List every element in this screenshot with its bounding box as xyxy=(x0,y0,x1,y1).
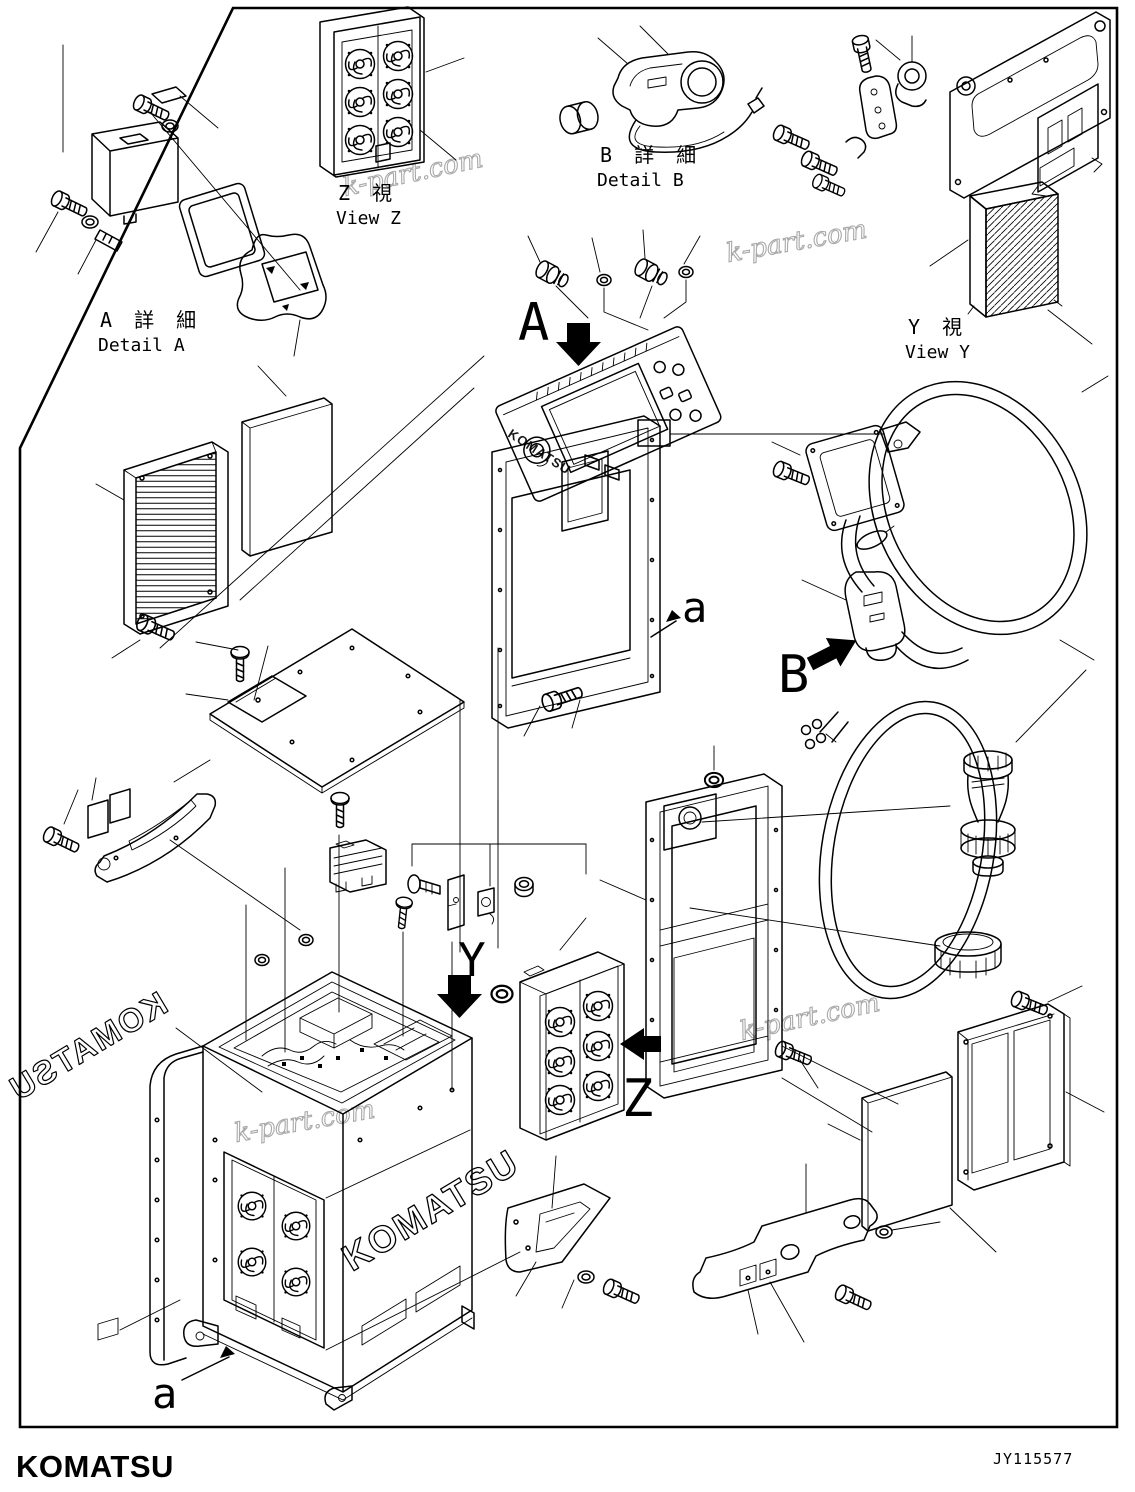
callout-a-mid-letter: a xyxy=(682,583,707,632)
callout-a-mid: a xyxy=(650,583,707,638)
callout-a-bottom-letter: a xyxy=(152,1369,177,1418)
footer: KOMATSU JY115577 xyxy=(16,1449,1073,1484)
bottom-bracket-assembly xyxy=(504,1155,941,1343)
arrow-a-bottom-icon xyxy=(220,1346,235,1358)
arrow-a-down-icon xyxy=(556,323,601,366)
callout-b-letter: B xyxy=(778,645,809,705)
sheet-border xyxy=(18,6,1119,1429)
view-y-label-en: View Y xyxy=(905,342,970,363)
callout-z-letter: Z xyxy=(622,1069,653,1129)
arrow-b-icon xyxy=(806,637,857,671)
cabinet-brand-decal: KOMATSU xyxy=(335,1142,526,1279)
view-z-fan-panel xyxy=(319,6,465,178)
rear-door-frame xyxy=(599,745,899,1133)
watermark-text: k-part.com xyxy=(724,215,869,269)
arrow-z-left-icon xyxy=(620,1028,661,1060)
arrow-a-mid-icon xyxy=(666,610,681,622)
detail-a-label: A 詳 細 Detail A xyxy=(98,308,201,356)
detail-b-label-jp: B 詳 細 xyxy=(600,143,701,167)
view-z-label-en: View Z xyxy=(336,208,401,229)
callout-y: Y xyxy=(437,933,486,1018)
watermark-text: k-part.com xyxy=(232,1095,377,1149)
flange-coil-assembly xyxy=(770,375,1109,670)
left-grille-assembly xyxy=(95,365,465,794)
right-grille-assembly xyxy=(827,985,1105,1253)
detail-a-label-en: Detail A xyxy=(98,335,185,356)
view-y-label-jp: Y 視 xyxy=(908,315,967,339)
cabinet-brand-decal-back: KOMATSU xyxy=(2,984,174,1108)
callout-a-bottom: a xyxy=(152,1346,235,1418)
detail-a-assembly xyxy=(35,86,327,357)
drawing-number: JY115577 xyxy=(993,1450,1073,1468)
callout-a-upper-letter: A xyxy=(518,293,549,353)
fan-panel-assembly xyxy=(325,917,625,1351)
view-y-assembly xyxy=(770,11,1111,345)
console-brand-decal: KOMATSU xyxy=(505,426,573,478)
callout-a-upper: A xyxy=(518,293,601,366)
view-z-label: Z 視 View Z xyxy=(336,181,401,229)
handle-bracket-assembly xyxy=(40,777,301,931)
detail-a-label-jp: A 詳 細 xyxy=(100,308,201,332)
plug-coil-assembly xyxy=(689,669,1087,1000)
detail-b-assembly xyxy=(559,25,765,153)
view-z-label-jp: Z 視 xyxy=(338,181,397,205)
callout-z: Z xyxy=(620,1028,661,1129)
detail-b-label-en: Detail B xyxy=(597,170,684,191)
view-y-label: Y 視 View Y xyxy=(905,315,970,363)
main-cabinet: KOMATSU KOMATSU xyxy=(1,971,527,1411)
relay-small-parts xyxy=(245,791,587,1091)
detail-b-label: B 詳 細 Detail B xyxy=(597,143,701,191)
arrow-y-down-icon xyxy=(437,975,482,1018)
callout-b: B xyxy=(778,637,857,705)
komatsu-footer-logo: KOMATSU xyxy=(16,1449,174,1484)
console-small-parts xyxy=(159,229,701,953)
front-door-frame xyxy=(491,415,661,737)
